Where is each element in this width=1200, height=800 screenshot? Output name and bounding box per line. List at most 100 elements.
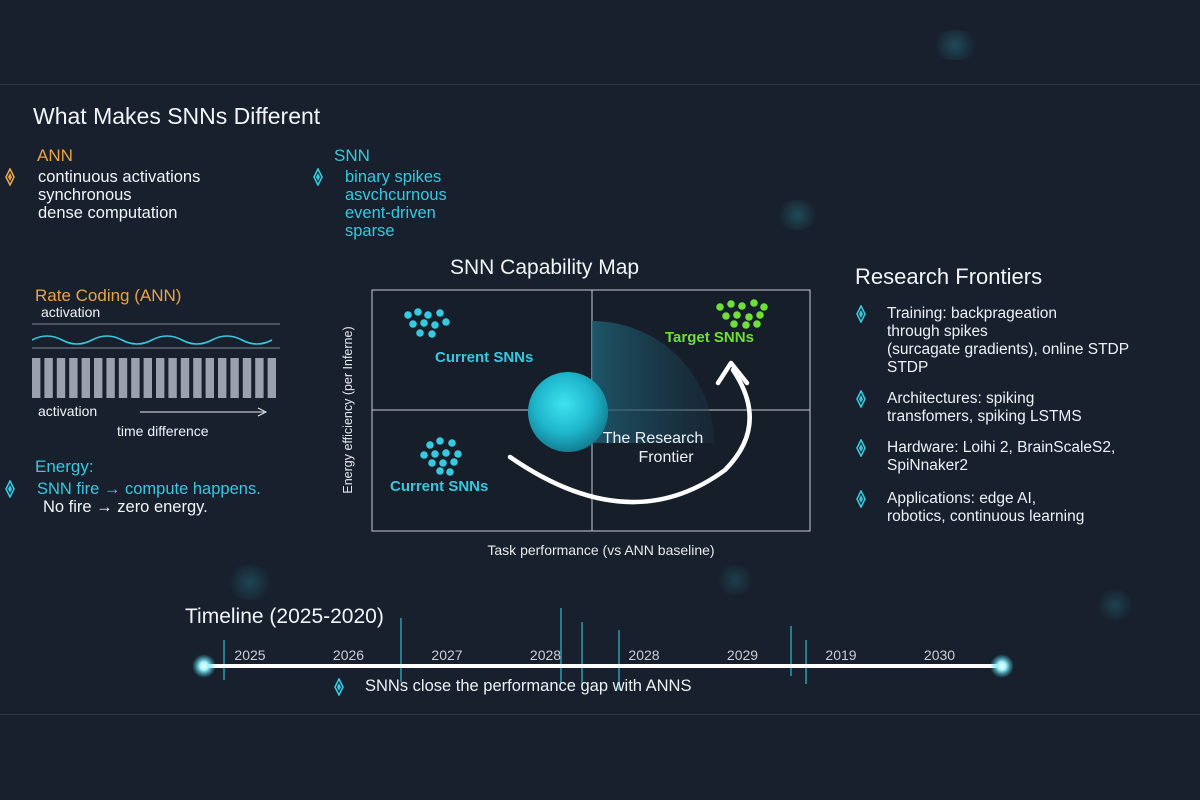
top-divider bbox=[0, 84, 1200, 85]
energy-line-2: No fire → zero energy. bbox=[43, 498, 208, 516]
bottom-divider bbox=[0, 714, 1200, 715]
neuron-dot bbox=[424, 311, 432, 319]
research-item-line: Training: backprageation bbox=[887, 305, 1058, 322]
neuron-dot bbox=[446, 468, 454, 476]
research-item-line: Architectures: spiking bbox=[887, 390, 1035, 407]
background-glow bbox=[1095, 590, 1135, 620]
research-item-line: STDP bbox=[887, 359, 929, 376]
research-item-architectures: Architectures: spiking transfomers, spik… bbox=[887, 390, 1082, 426]
snn-item: binary spikes bbox=[345, 168, 442, 186]
rate-coding-top-label: activation bbox=[41, 304, 101, 320]
diamond-spark-icon bbox=[856, 305, 866, 323]
neuron-dot bbox=[745, 313, 753, 321]
ann-item: dense computation bbox=[38, 204, 178, 222]
spike-bar bbox=[193, 358, 202, 398]
research-item-training: Training: backprageation through spikes … bbox=[887, 305, 1129, 377]
diamond-spark-icon bbox=[334, 678, 344, 696]
rate-coding-bottom-label: activation bbox=[38, 403, 98, 419]
research-item-applications: Applications: edge AI, robotics, continu… bbox=[887, 490, 1084, 526]
diamond-spark-icon bbox=[856, 390, 866, 408]
cluster-dots-target bbox=[716, 299, 768, 329]
neuron-dot bbox=[454, 450, 462, 458]
page-title: What Makes SNNs Different bbox=[33, 103, 321, 129]
neuron-dot bbox=[436, 309, 444, 317]
neuron-dot bbox=[431, 450, 439, 458]
spike-bar bbox=[118, 358, 128, 398]
timeline-light-streaks bbox=[223, 608, 807, 690]
light-streak bbox=[581, 622, 583, 686]
research-item-line: transfomers, spiking LSTMS bbox=[887, 408, 1082, 425]
snn-item: sparse bbox=[345, 222, 395, 240]
frontier-core bbox=[528, 372, 608, 452]
ann-item: synchronous bbox=[38, 186, 132, 204]
frontier-label-line-2: Frontier bbox=[638, 449, 694, 466]
neuron-dot bbox=[409, 320, 417, 328]
diamond-spark-icon bbox=[856, 439, 866, 457]
diamond-spark-icon bbox=[856, 490, 866, 508]
neuron-dot bbox=[436, 467, 444, 475]
spike-bar bbox=[32, 358, 41, 398]
research-item-line: Applications: edge AI, bbox=[887, 490, 1037, 507]
neuron-dot bbox=[442, 449, 450, 457]
research-item-line: robotics, continuous learning bbox=[887, 508, 1085, 525]
light-streak bbox=[790, 626, 792, 676]
snn-label: SNN bbox=[334, 146, 370, 165]
progress-arrow-head bbox=[715, 360, 750, 386]
neuron-dot bbox=[428, 459, 436, 467]
timeline-year: 2027 bbox=[431, 647, 462, 663]
light-streak bbox=[400, 618, 402, 682]
spike-bar bbox=[156, 358, 165, 398]
diamond-spark-icon bbox=[5, 480, 15, 498]
spike-bar bbox=[81, 358, 90, 398]
light-streak bbox=[618, 630, 620, 690]
neuron-dot bbox=[722, 312, 730, 320]
diamond-spark-icon bbox=[5, 168, 15, 186]
research-item-line: through spikes bbox=[887, 323, 988, 340]
neuron-dot bbox=[716, 303, 724, 311]
frontier-label-line-1: The Research bbox=[603, 430, 704, 447]
neuron-dot bbox=[730, 320, 738, 328]
x-axis-label: Task performance (vs ANN baseline) bbox=[487, 542, 714, 558]
timeline-year: 2029 bbox=[727, 647, 758, 663]
spike-bar bbox=[44, 358, 53, 398]
light-streak bbox=[223, 640, 225, 680]
capability-map: Current SNNs Target SNNs Current SNNs Th… bbox=[341, 289, 811, 558]
neuron-dot bbox=[428, 330, 436, 338]
spike-bar bbox=[242, 358, 252, 398]
energy-title: Energy: bbox=[35, 457, 94, 476]
snn-item: event-driven bbox=[345, 204, 436, 222]
timeline-caption: SNNs close the performance gap with ANNS bbox=[365, 677, 692, 695]
neuron-dot bbox=[756, 311, 764, 319]
background-glow bbox=[775, 200, 820, 230]
light-streak bbox=[805, 640, 807, 684]
spike-bar bbox=[94, 358, 103, 398]
neuron-dot bbox=[733, 311, 741, 319]
neuron-dot bbox=[450, 458, 458, 466]
arrow-right-icon bbox=[140, 407, 268, 417]
spike-bar bbox=[218, 358, 227, 398]
timeline-year: 2019 bbox=[825, 647, 856, 663]
neuron-dot bbox=[431, 321, 439, 329]
spike-bar bbox=[143, 358, 152, 398]
research-item-line: (surcagate gradients), online STDP bbox=[887, 341, 1130, 358]
capability-map-title: SNN Capability Map bbox=[450, 256, 640, 279]
spike-bar bbox=[205, 358, 214, 398]
timeline-title: Timeline (2025-2020) bbox=[185, 605, 384, 628]
neuron-dot bbox=[442, 318, 450, 326]
y-axis-label: Energy efficiency (per Inferne) bbox=[341, 326, 355, 493]
cluster-dots-current-bottom bbox=[420, 437, 462, 476]
timeline-year: 2030 bbox=[924, 647, 955, 663]
rate-coding-graphic bbox=[32, 323, 280, 398]
neuron-dot bbox=[727, 300, 735, 308]
neuron-dot bbox=[750, 299, 758, 307]
timeline-year: 2025 bbox=[234, 647, 265, 663]
snn-item: asvchcurnous bbox=[345, 186, 447, 204]
neuron-dot bbox=[404, 311, 412, 319]
timeline-start-node bbox=[192, 654, 216, 678]
timeline-end-node bbox=[990, 654, 1014, 678]
spike-bar bbox=[180, 358, 190, 398]
timeline-year: 2028 bbox=[628, 647, 659, 663]
neuron-dot bbox=[414, 308, 422, 316]
research-item-line: Hardware: Loihi 2, BrainScaleS2, bbox=[887, 439, 1116, 456]
